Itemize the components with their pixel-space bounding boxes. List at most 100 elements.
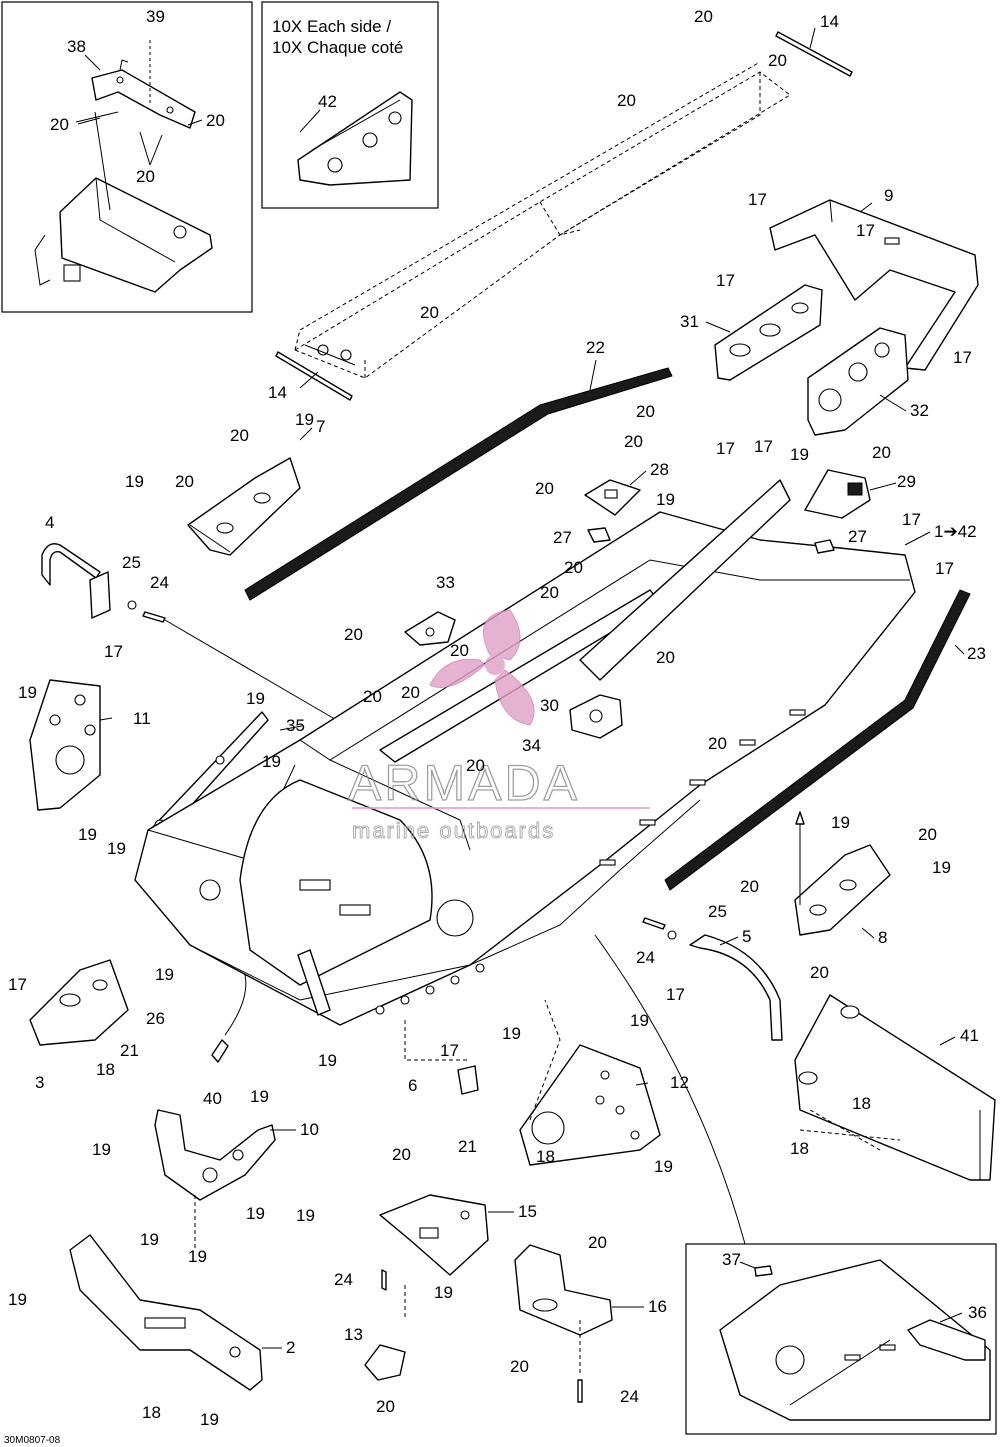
callout-label: 24 — [636, 948, 655, 967]
leader-arrow-40 — [224, 974, 247, 1036]
callout-label: 20 — [535, 479, 554, 498]
part-26-bracket — [29, 959, 129, 1046]
part-27-pad-b — [814, 539, 835, 554]
part-36-handle — [907, 1319, 986, 1361]
callout-label: 32 — [910, 401, 929, 420]
leader-20c — [139, 131, 163, 166]
part-8-bracket — [794, 844, 891, 936]
callout-label: 27 — [553, 528, 572, 547]
part-24-bolt-c — [381, 1269, 387, 1291]
callout-label: 24 — [334, 1270, 353, 1289]
tunnel-mid-rail — [579, 479, 791, 681]
callout-label: 4 — [45, 513, 54, 532]
part-14-strip-upper — [775, 31, 853, 77]
part-24-bolt-b — [642, 917, 666, 930]
callout-label: 20 — [656, 648, 675, 667]
watermark-brand: ARMADA — [348, 755, 580, 811]
callout-label: 12 — [670, 1073, 689, 1092]
callout-label: 17 — [104, 642, 123, 661]
callout-label: 19 — [502, 1024, 521, 1043]
callout-label: 17 — [935, 559, 954, 578]
part-37-bolt — [754, 1265, 773, 1277]
callout-label: 37 — [722, 1250, 741, 1269]
callout-label: 42 — [318, 92, 337, 111]
callout-label: 20 — [392, 1145, 411, 1164]
note-line-en: 10X Each side / — [272, 17, 391, 36]
callout-label: 19 — [92, 1140, 111, 1159]
part-13-bracket — [364, 1344, 406, 1381]
part-23-slide-rail — [664, 589, 971, 891]
part-42-reinforcement-plate — [297, 91, 413, 186]
callout-label: 30 — [540, 696, 559, 715]
callout-label: 17 — [440, 1041, 459, 1060]
callout-label: 20 — [694, 7, 713, 26]
diagram-code: 30M0807-08 — [4, 1435, 61, 1446]
part-10-lower-bracket — [154, 1109, 276, 1201]
callout-label: 18 — [790, 1139, 809, 1158]
callout-label: 24 — [150, 573, 169, 592]
part-4-bracket — [89, 571, 111, 619]
callout-label: 17 — [754, 437, 773, 456]
inset-box-side-reinforcement — [261, 1, 439, 209]
part-2-base-rail — [69, 1234, 263, 1391]
callout-label: 14 — [268, 383, 287, 402]
leader-20a — [75, 111, 119, 125]
callout-label: 25 — [708, 902, 727, 921]
callout-label: 36 — [968, 1303, 987, 1322]
callout-label: 15 — [518, 1202, 537, 1221]
leader-inset-3 — [594, 934, 746, 1245]
callout-label: 19 — [831, 813, 850, 832]
callout-label: 19 — [125, 472, 144, 491]
leader-20b — [187, 119, 203, 126]
part-22-slide-rail — [244, 367, 673, 601]
part-31-bracket — [714, 284, 823, 381]
part-32-plate — [807, 327, 909, 436]
leader-14b — [299, 371, 319, 389]
part-5-handle — [689, 934, 783, 1041]
callout-label: 33 — [436, 573, 455, 592]
callout-label: 19 — [188, 1247, 207, 1266]
arrow-head-8 — [795, 811, 805, 825]
callout-label: 20 — [175, 472, 194, 491]
callout-label: 19 — [140, 1230, 159, 1249]
tunnel-dashed-outline — [293, 61, 791, 379]
callout-label: 20 — [50, 115, 69, 134]
armada-watermark: ARMADA marine outboards — [347, 609, 650, 844]
callout-label: 19 — [18, 683, 37, 702]
callout-label: 21 — [120, 1041, 139, 1060]
callout-label: 16 — [648, 1297, 667, 1316]
callout-label: 10 — [300, 1120, 319, 1139]
callout-label: 6 — [408, 1076, 417, 1095]
callout-label: 17 — [716, 271, 735, 290]
callout-label: 29 — [897, 472, 916, 491]
part-11-side-plate — [29, 679, 101, 811]
leader-lines — [99, 202, 965, 1349]
callout-label: 17 — [666, 985, 685, 1004]
leader-14a — [809, 27, 816, 49]
inset-rear-frame — [719, 1259, 991, 1421]
callout-label: 26 — [146, 1009, 165, 1028]
part-16-step-bracket — [514, 1244, 613, 1336]
watermark-tagline: marine outboards — [352, 818, 555, 843]
callout-label: 20 — [810, 963, 829, 982]
callout-label: 19 — [155, 965, 174, 984]
callout-label: 20 — [617, 91, 636, 110]
part-6-bracket — [457, 1065, 479, 1095]
note-line-fr: 10X Chaque coté — [272, 38, 403, 57]
callout-label: 19 — [318, 1051, 337, 1070]
callout-label: 19 — [654, 1157, 673, 1176]
callout-label: 21 — [458, 1137, 477, 1156]
callout-label: 19 — [630, 1011, 649, 1030]
part-28-bracket — [584, 479, 641, 516]
callout-label: 18 — [852, 1094, 871, 1113]
callout-label: 20 — [872, 443, 891, 462]
callout-label: 20 — [768, 51, 787, 70]
callout-label: 9 — [884, 186, 893, 205]
callout-label: 20 — [588, 1233, 607, 1252]
callout-label: 25 — [122, 553, 141, 572]
leader-24-to-frame — [164, 619, 346, 726]
leader-38 — [84, 54, 101, 71]
part-15-step-bracket — [379, 1194, 489, 1276]
callout-label: 20 — [564, 558, 583, 577]
